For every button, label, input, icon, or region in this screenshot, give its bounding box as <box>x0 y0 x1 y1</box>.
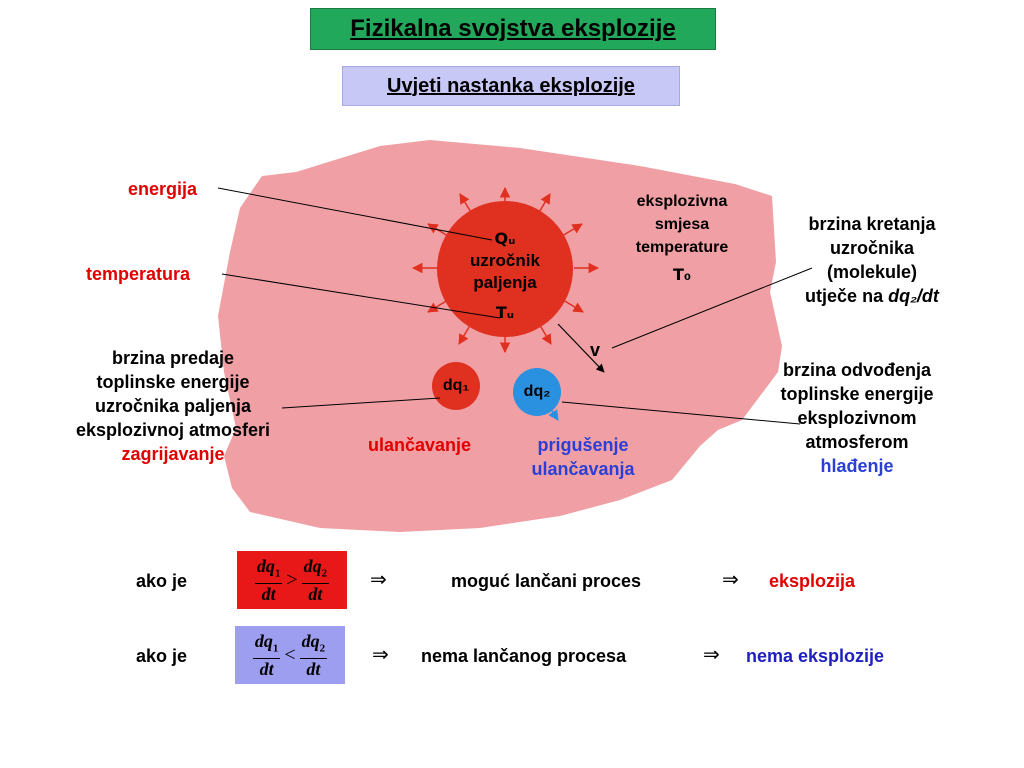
heat-removal-line3: eksplozivnom <box>797 408 917 428</box>
mixture-text: eksplozivna smjesa temperature T₀ <box>612 190 752 286</box>
energy-label: energija <box>128 179 198 199</box>
condition2-implies1: ⇒ <box>372 644 389 666</box>
mixture-line3: temperature <box>635 239 729 256</box>
leader-lines <box>217 187 813 425</box>
ignition-source-text: Qᵤ uzročnik paljenja Tᵤ <box>455 228 555 324</box>
condition1-left-fraction: dq1 dt <box>254 555 283 605</box>
heat-removal-line2: toplinske energije <box>780 384 934 404</box>
section-subtitle: Uvjeti nastanka eksplozije <box>342 66 680 106</box>
condition2-operator: < <box>284 643 296 666</box>
condition1-formula: dq1 dt > dq2 dt <box>237 551 347 609</box>
damping-line1: prigušenje <box>537 435 629 455</box>
speed-line3: (molekule) <box>826 262 918 282</box>
source-temp-symbol: Tᵤ <box>495 303 515 322</box>
page-title: Fizikalna svojstva eksplozije <box>310 8 716 50</box>
speed-line1: brzina kretanja <box>808 214 936 234</box>
velocity-arrow <box>557 323 605 373</box>
condition2-implies2: ⇒ <box>703 644 720 666</box>
velocity-label: v <box>590 340 601 360</box>
condition1-right-fraction: dq2 dt <box>301 555 330 605</box>
speed-line2: uzročnika <box>829 238 915 258</box>
condition2-result: nema eksplozije <box>746 646 885 666</box>
condition1-prefix: ako je <box>136 571 188 591</box>
heat-removal-text: brzina odvođenja toplinske energije eksp… <box>752 358 962 478</box>
heat-transfer-line3: uzročnika paljenja <box>94 396 252 416</box>
mixture-temp-symbol: T₀ <box>673 265 691 284</box>
temperature-label: temperatura <box>86 264 191 284</box>
condition1-implies2: ⇒ <box>722 569 739 591</box>
damping-text: prigušenje ulančavanja <box>508 433 658 481</box>
mixture-line1: eksplozivna <box>636 193 728 210</box>
heat-transfer-line2: toplinske energije <box>96 372 250 392</box>
heat-removal-line1: brzina odvođenja <box>782 360 932 380</box>
speed-line4: utječe na dq₂/dt <box>782 284 962 308</box>
heat-transfer-text: brzina predaje toplinske energije uzročn… <box>40 346 306 466</box>
speed-line4-prefix: utječe na <box>805 286 889 306</box>
condition1-result: eksplozija <box>769 571 856 591</box>
source-label-line2: paljenja <box>473 273 537 292</box>
condition1-operator: > <box>286 568 298 591</box>
damping-line2: ulančavanja <box>531 459 635 479</box>
source-energy-symbol: Qᵤ <box>494 229 516 248</box>
condition2-prefix: ako je <box>136 646 188 666</box>
speed-text: brzina kretanja uzročnika (molekule) utj… <box>782 212 962 308</box>
mixture-line2: smjesa <box>654 216 710 233</box>
condition2-formula: dq1 dt < dq2 dt <box>235 626 345 684</box>
dq1-circle <box>432 362 480 410</box>
dq2-circle <box>513 368 561 416</box>
dq1-label: dq₁ <box>442 377 470 394</box>
heat-transfer-line4: eksplozivnoj atmosferi <box>75 420 271 440</box>
condition1-implies1: ⇒ <box>370 569 387 591</box>
heat-transfer-line1: brzina predaje <box>111 348 235 368</box>
heat-removal-line4: atmosferom <box>805 432 909 452</box>
condition2-left-fraction: dq1 dt <box>252 630 281 680</box>
dq2-label: dq₂ <box>523 383 551 400</box>
ignition-source-circle <box>437 201 573 337</box>
heating-label: zagrijavanje <box>121 444 225 464</box>
cooling-label: hlađenje <box>820 456 894 476</box>
condition1-middle: moguć lančani proces <box>451 571 642 591</box>
chaining-label: ulančavanje <box>368 435 472 455</box>
source-label-line1: uzročnik <box>470 251 540 270</box>
condition2-right-fraction: dq2 dt <box>299 630 328 680</box>
condition2-middle: nema lančanog procesa <box>421 646 627 666</box>
speed-line4-formula: dq₂/dt <box>888 286 939 306</box>
